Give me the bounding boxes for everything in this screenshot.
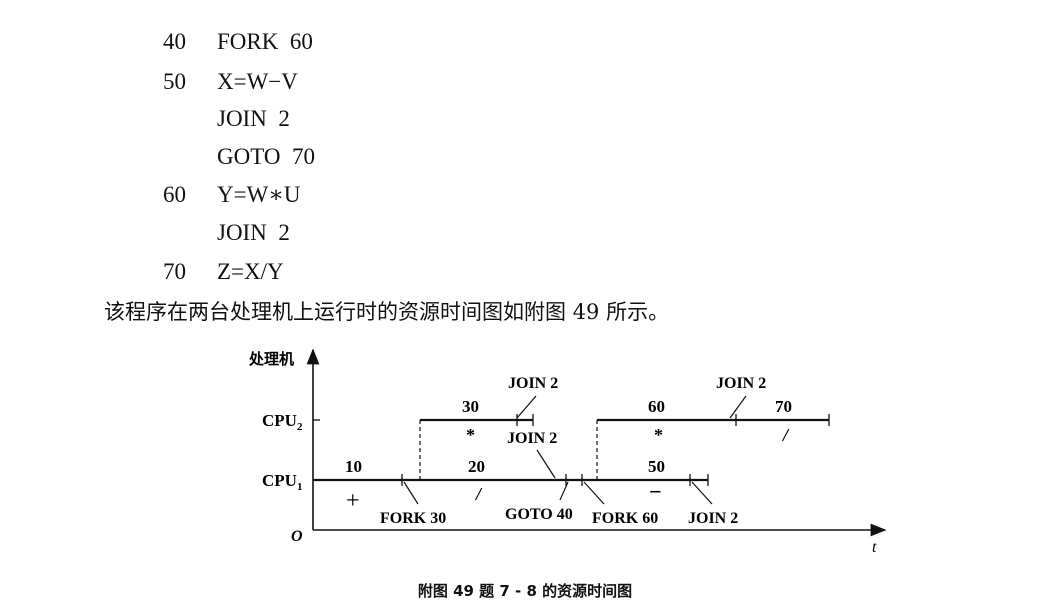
segment-number: 50 [648, 457, 665, 476]
statement: FORK 60 [217, 29, 313, 54]
leader-line [516, 395, 537, 419]
statement: Z=X/Y [217, 259, 284, 284]
callout-join2-top-right: JOIN 2 [716, 375, 766, 392]
leader-line [691, 481, 713, 505]
callout-join2-mid: JOIN 2 [507, 430, 557, 447]
leader-line [536, 449, 556, 479]
segment-op: / [781, 425, 790, 445]
statement: X=W−V [217, 69, 298, 94]
statement: GOTO 70 [217, 144, 315, 169]
cpu1-label: CPU1 [262, 471, 302, 493]
x-axis-label: t [872, 539, 877, 556]
body-paragraph: 该程序在两台处理机上运行时的资源时间图如附图 49 所示。 [104, 300, 670, 324]
segment-op: * [466, 425, 475, 445]
callout-fork60: FORK 60 [592, 510, 658, 527]
statement: Y=W∗U [217, 182, 301, 207]
segment-number: 30 [462, 397, 479, 416]
callout-fork30: FORK 30 [380, 510, 446, 527]
statement: JOIN 2 [217, 106, 290, 131]
figure-caption: 附图 49 题 7 - 8 的资源时间图 [417, 582, 633, 600]
cpu2-label: CPU2 [262, 411, 303, 433]
resource-time-diagram: 处理机 t O CPU2 CPU1 10 + 20 / 50 − 30 * 60… [248, 348, 887, 556]
leader-line [403, 481, 419, 505]
segment-op: + [346, 488, 360, 514]
line-number: 50 [163, 69, 186, 94]
segment-op: − [649, 479, 662, 504]
segment-number: 70 [775, 397, 792, 416]
segment-op: * [654, 425, 663, 445]
leader-line [729, 395, 747, 419]
statement: JOIN 2 [217, 220, 290, 245]
leader-line [559, 481, 569, 501]
line-number: 70 [163, 259, 186, 284]
segment-number: 20 [468, 457, 485, 476]
segment-number: 10 [345, 457, 362, 476]
segment-op: / [474, 484, 483, 504]
callout-goto40: GOTO 40 [505, 506, 573, 523]
callout-join2-top-left: JOIN 2 [508, 375, 558, 392]
callout-join2-cpu1: JOIN 2 [688, 510, 738, 527]
line-number: 40 [163, 29, 186, 54]
line-number: 60 [163, 182, 186, 207]
segment-number: 60 [648, 397, 665, 416]
y-axis-label: 处理机 [248, 350, 294, 368]
leader-line [583, 481, 605, 505]
origin-label: O [291, 528, 303, 545]
